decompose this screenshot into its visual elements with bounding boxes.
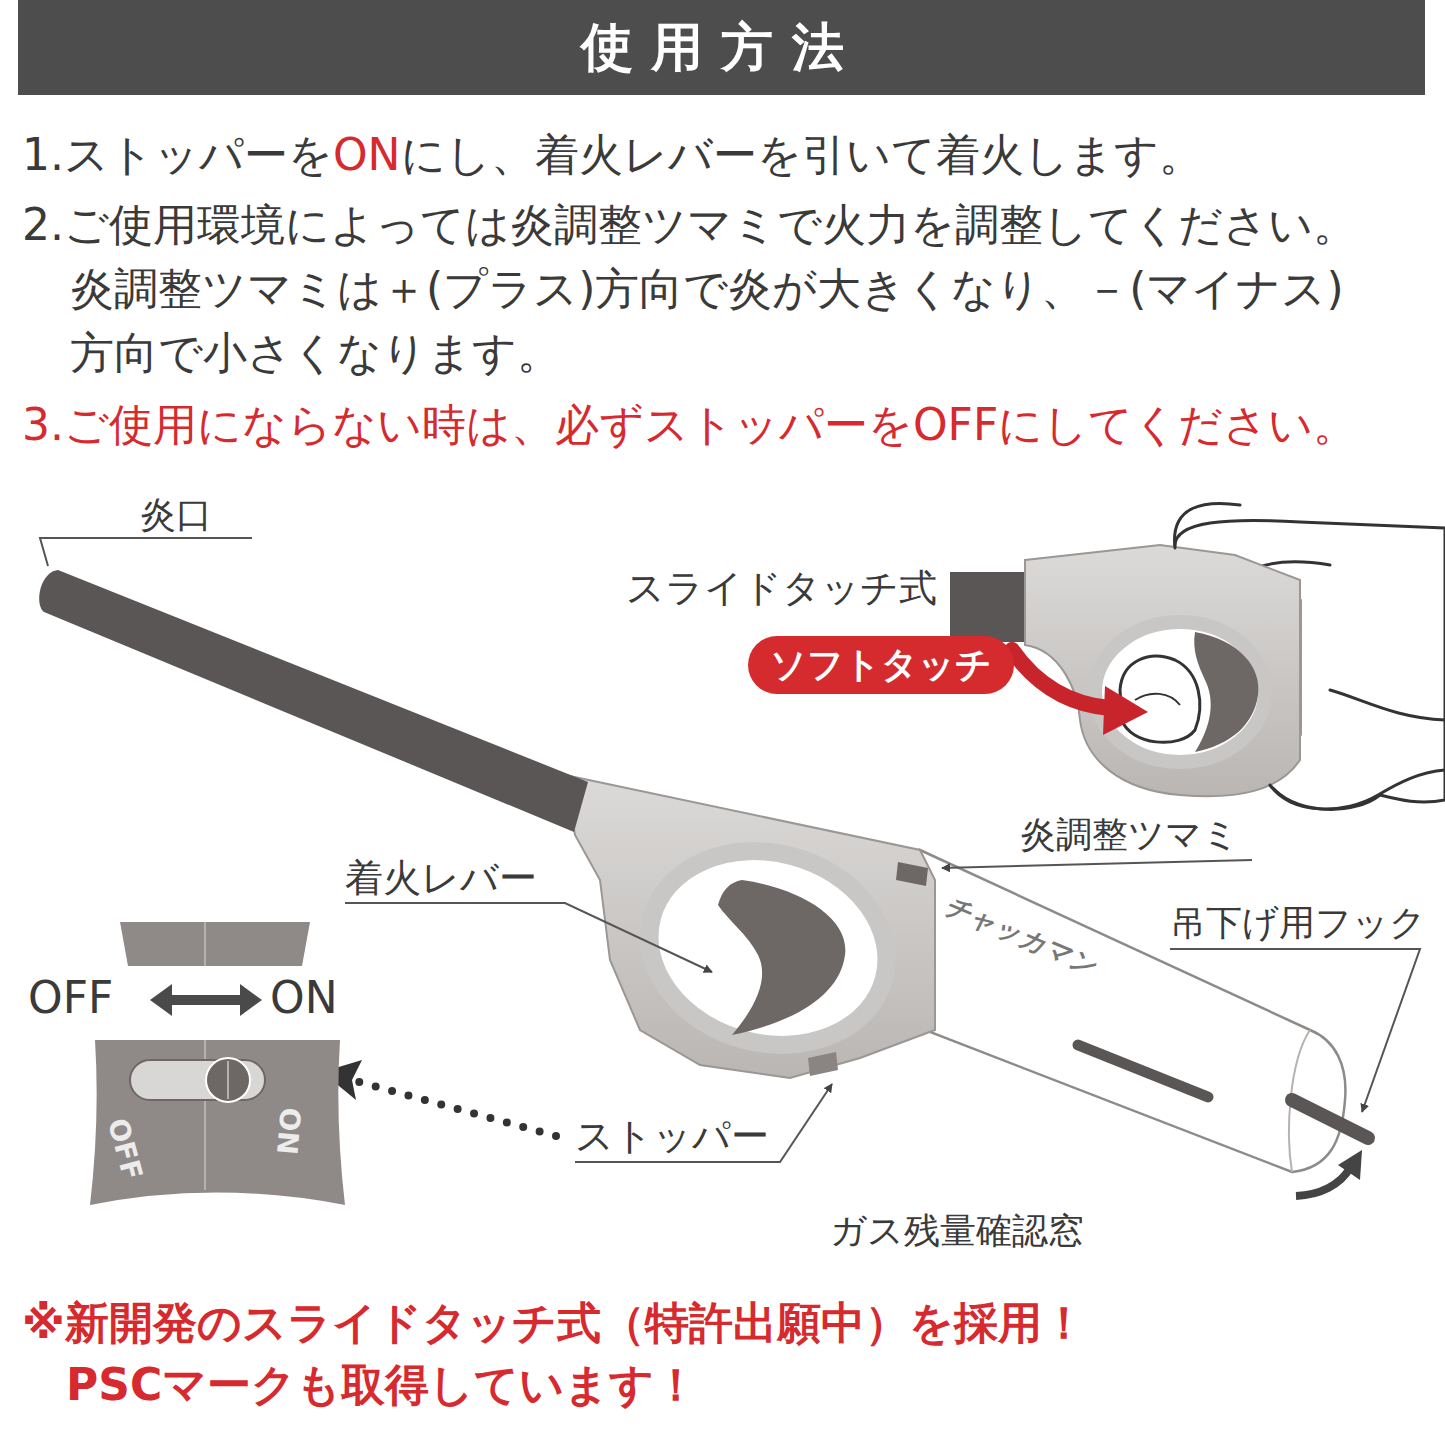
part-label-holder: ガス残量確認窓: [830, 1210, 1084, 1251]
lighter-body-part: [39, 570, 588, 832]
small-lighter-part: [1120, 656, 1200, 742]
instruction-text: にし、着火レバーを引いて着火します。: [401, 129, 1203, 180]
switch-state-holder: ON: [270, 972, 338, 1023]
lighter-body-part: [565, 775, 935, 1078]
instruction-text: 1.ストッパーを: [22, 129, 333, 180]
small-lighter-part: [950, 572, 1030, 642]
part-label-holder: 炎口: [140, 494, 212, 535]
caption-holder: ※新開発のスライドタッチ式（特許出願中）を採用！ PSCマークも取得しています！: [22, 1292, 1437, 1416]
small-lighter-part: [1025, 545, 1300, 796]
part-label-holder: スライドタッチ式: [626, 566, 937, 610]
title-holder: 使用方法: [18, 0, 1425, 95]
leader-lines-part: [345, 903, 712, 972]
hand-fingers: [1175, 503, 1445, 809]
part-label: 吊下げ用フック: [1170, 902, 1426, 943]
part-label: ストッパー: [575, 1114, 769, 1158]
part-label: ガス残量確認窓: [830, 1210, 1084, 1251]
instruction-warning: 3.ご使用にならない時は、必ずストッパーをOFFにしてください。: [22, 399, 1357, 450]
switch-detail-part: [160, 995, 250, 1005]
lighter-body-part: [628, 825, 909, 1071]
title-band: [18, 0, 1425, 95]
instruction-text: 2.ご使用環境によっては炎調整ツマミで火力を調整してください。 炎調整ツマミは＋…: [22, 199, 1357, 378]
switch-state: ON: [270, 972, 338, 1023]
switch-state: OFF: [28, 972, 113, 1023]
switch-detail-part: [150, 984, 172, 1016]
small-lighter-part: [1194, 632, 1258, 752]
small-lighter-part: [1135, 694, 1180, 705]
part-label-holder: 着火レバー: [345, 856, 537, 900]
leader-lines-part: [942, 860, 1252, 868]
leader-lines: [40, 538, 1420, 1162]
part-label-holder: 炎調整ツマミ: [1020, 814, 1239, 855]
motion-arrow-part: [1103, 686, 1148, 735]
instruction-highlight: ON: [333, 129, 401, 180]
badge-pill: ソフトタッチ: [748, 636, 1014, 694]
motion-arrow: [1012, 650, 1148, 735]
part-label-holder: 吊下げ用フック: [1170, 902, 1426, 943]
leader-lines-part: [1170, 949, 1420, 1112]
caption: ※新開発のスライドタッチ式（特許出願中）を採用！ PSCマークも取得しています！: [22, 1297, 1086, 1410]
motion-arrow-part: [1012, 650, 1110, 708]
instruction-line: 1.ストッパーをONにし、着火レバーを引いて着火します。: [22, 123, 1203, 187]
lighter-body-part: [808, 1052, 838, 1076]
lighter-body-part: [896, 862, 928, 886]
switch-panel: OFFON: [88, 1035, 348, 1210]
part-label: スライドタッチ式: [626, 566, 937, 610]
hand-fingers-part: [1270, 770, 1445, 809]
lighter-body-part: [1292, 1100, 1368, 1138]
instruction-warning-holder: 3.ご使用にならない時は、必ずストッパーをOFFにしてください。: [22, 393, 1357, 457]
instruction-text-holder: 2.ご使用環境によっては炎調整ツマミで火力を調整してください。 炎調整ツマミは＋…: [22, 193, 1437, 385]
leader-lines-part: [575, 1084, 832, 1162]
slider-knob: [206, 1058, 250, 1102]
switch-detail-part: [240, 984, 262, 1016]
switch-detail-part: [120, 922, 310, 966]
leader-lines-part: [40, 538, 252, 566]
lighter-body-part: [1338, 1150, 1362, 1180]
hand-fingers-part: [1175, 503, 1240, 548]
part-label: 着火レバー: [345, 856, 537, 900]
part-label-holder: ストッパー: [575, 1114, 769, 1158]
badge-text: ソフトタッチ: [770, 644, 992, 686]
part-label: 炎調整ツマミ: [1020, 814, 1239, 855]
small-lighter-part: [1095, 622, 1265, 762]
panel-shape: [90, 1040, 345, 1205]
switch-detail-part: [204, 922, 206, 966]
switch-panel-text: ON: [270, 1106, 306, 1156]
lighter-body-part: [1078, 1045, 1208, 1097]
lighter-body-part: [1296, 1168, 1350, 1196]
lighter-body-part: [920, 850, 1345, 1172]
part-label: 炎口: [140, 494, 212, 535]
lighter-body-part: [718, 880, 845, 1035]
knob-groove: [227, 1061, 229, 1099]
switch-state-holder: OFF: [28, 972, 113, 1023]
title: 使用方法: [581, 13, 862, 83]
hand-illustration-part: [1330, 690, 1445, 720]
switch-detail-part: [352, 1080, 556, 1136]
